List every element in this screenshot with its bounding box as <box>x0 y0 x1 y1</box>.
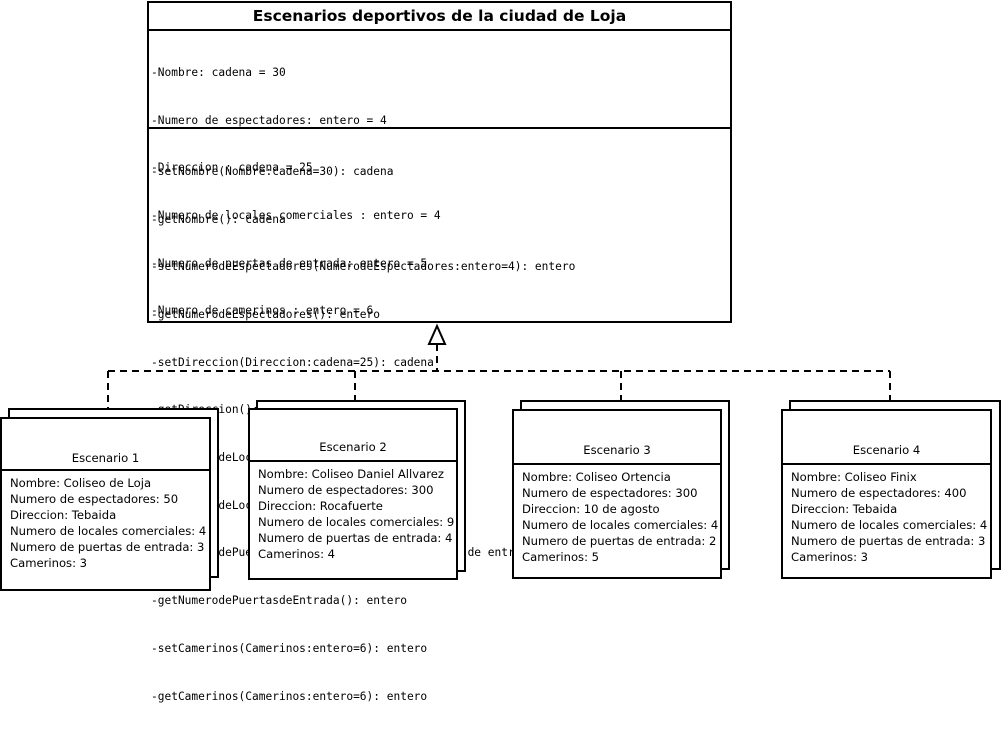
instance-field: Numero de locales comerciales: 4 <box>791 518 988 532</box>
instance-title: Escenario 2 <box>250 410 456 462</box>
class-method: -getCamerinos(Camerinos:entero=6): enter… <box>151 689 428 703</box>
instance-field: Camerinos: 4 <box>258 547 336 561</box>
class-attribute: -Numero de puertas de entrada: entero = … <box>151 256 428 270</box>
instance-field: Numero de locales comerciales: 9 <box>258 515 455 529</box>
instance-field: Numero de espectadores: 300 <box>522 486 698 500</box>
instance-field: Camerinos: 5 <box>522 550 600 564</box>
instance-box-1: Escenario 1 Nombre: Coliseo de Loja Nume… <box>0 417 211 591</box>
instance-field: Numero de locales comerciales: 4 <box>10 524 207 538</box>
instance-field: Direccion: Tebaida <box>791 502 898 516</box>
instance-field: Numero de puertas de entrada: 2 <box>522 534 717 548</box>
instance-field: Numero de puertas de entrada: 4 <box>258 531 453 545</box>
instance-field: Direccion: 10 de agosto <box>522 502 660 516</box>
instance-field: Numero de espectadores: 50 <box>10 492 179 506</box>
class-method: -getNombre(): cadena <box>151 212 286 226</box>
class-method: -getNumerodeEspectadores(): entero <box>151 307 381 321</box>
instance-field: Numero de locales comerciales: 4 <box>522 518 719 532</box>
class-box: Escenarios deportivos de la ciudad de Lo… <box>147 1 732 703</box>
instance-field: Direccion: Rocafuerte <box>258 499 383 513</box>
instance-fields: Nombre: Coliseo Finix Numero de espectad… <box>783 465 990 565</box>
class-method: -setNumerodeEspectadores(NumerodeEspecta… <box>151 260 576 274</box>
class-attribute: -Direccion : cadena = 25 <box>151 161 313 175</box>
instance-field: Nombre: Coliseo de Loja <box>10 476 152 490</box>
instance-fields: Nombre: Coliseo Ortencia Numero de espec… <box>514 465 720 565</box>
class-attribute: -Numero de camerinos : entero = 6 <box>151 304 374 318</box>
instance-field: Numero de puertas de entrada: 3 <box>791 534 986 548</box>
instance-field: Camerinos: 3 <box>10 556 88 570</box>
class-method: -setNombre(Nombre:cadena=30): cadena <box>151 164 394 178</box>
instance-field: Nombre: Coliseo Ortencia <box>522 470 671 484</box>
instance-field: Camerinos: 3 <box>791 550 869 564</box>
class-method: -setDireccion(Direccion:cadena=25): cade… <box>151 355 434 369</box>
class-attribute: -Nombre: cadena = 30 <box>151 65 286 79</box>
realization-connectors <box>107 323 891 408</box>
class-method: -setCamerinos(Camerinos:entero=6): enter… <box>151 641 428 655</box>
class-title: Escenarios deportivos de la ciudad de Lo… <box>149 3 730 31</box>
class-attribute: -Numero de locales comerciales : entero … <box>151 208 441 222</box>
instance-field: Numero de espectadores: 400 <box>791 486 967 500</box>
instance-box-4: Escenario 4 Nombre: Coliseo Finix Numero… <box>781 409 992 579</box>
class-attribute: -Numero de espectadores: entero = 4 <box>151 113 387 127</box>
instance-field: Direccion: Tebaida <box>10 508 117 522</box>
instance-box-3: Escenario 3 Nombre: Coliseo Ortencia Num… <box>512 409 722 579</box>
instance-field: Nombre: Coliseo Daniel Allvarez <box>258 467 444 481</box>
instance-field: Numero de puertas de entrada: 3 <box>10 540 205 554</box>
instance-title: Escenario 4 <box>783 411 990 465</box>
instance-box-2: Escenario 2 Nombre: Coliseo Daniel Allva… <box>248 408 458 580</box>
class-attributes: -Nombre: cadena = 30 -Numero de espectad… <box>149 31 730 317</box>
instance-field: Numero de espectadores: 300 <box>258 483 434 497</box>
instance-field: Nombre: Coliseo Finix <box>791 470 917 484</box>
instance-fields: Nombre: Coliseo Daniel Allvarez Numero d… <box>250 462 456 562</box>
instance-title: Escenario 1 <box>2 419 209 471</box>
instance-fields: Nombre: Coliseo de Loja Numero de espect… <box>2 471 209 571</box>
realization-arrowhead <box>427 323 447 345</box>
class-method: -getNumerodePuertasdeEntrada(): entero <box>151 594 407 608</box>
instance-title: Escenario 3 <box>514 411 720 465</box>
